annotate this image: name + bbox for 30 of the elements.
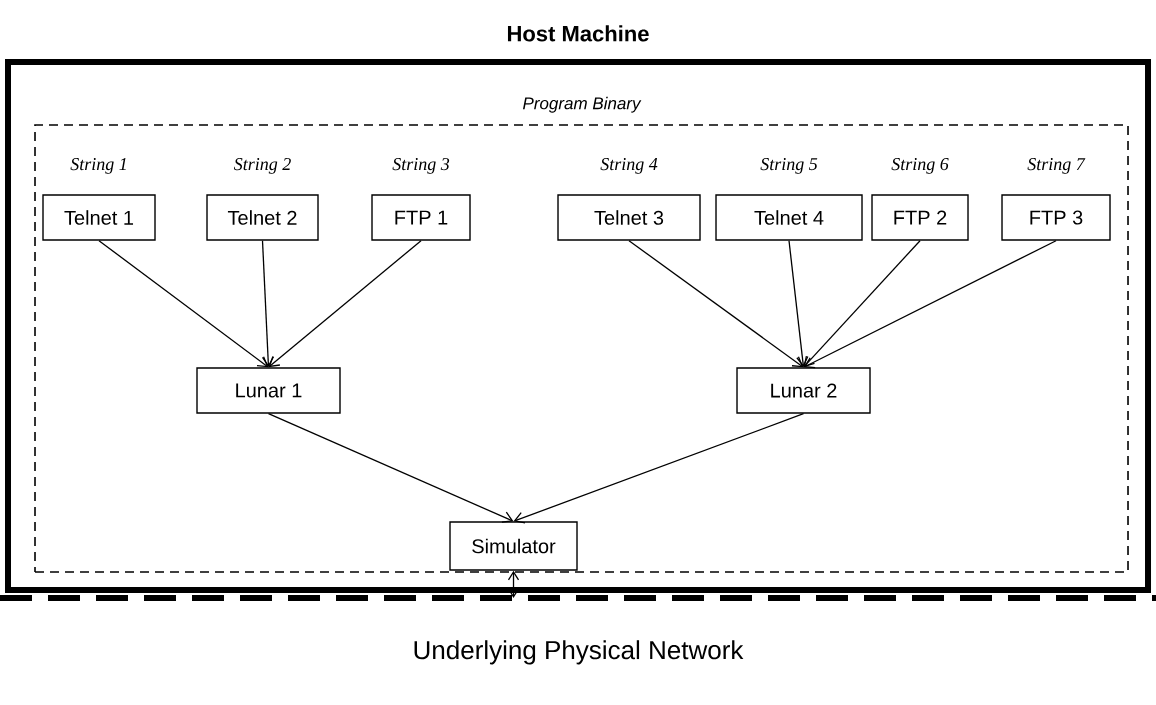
process-box: Telnet 2 bbox=[206, 194, 319, 241]
arrow bbox=[267, 413, 514, 523]
arrow bbox=[513, 413, 805, 524]
process-box: FTP 2 bbox=[871, 194, 969, 241]
arrow bbox=[788, 240, 809, 368]
arrow bbox=[803, 240, 1057, 369]
string-label: String 5 bbox=[760, 158, 818, 174]
process-box: FTP 1 bbox=[371, 194, 471, 241]
process-box: Telnet 4 bbox=[715, 194, 863, 241]
string-label: String 6 bbox=[891, 158, 949, 174]
string-label: String 7 bbox=[1027, 158, 1086, 174]
process-box: Telnet 3 bbox=[557, 194, 701, 241]
arrow bbox=[261, 240, 275, 368]
process-box: Lunar 2 bbox=[736, 367, 871, 414]
arrow bbox=[507, 570, 520, 598]
process-box: Telnet 1 bbox=[42, 194, 156, 241]
arrow bbox=[268, 240, 422, 368]
process-box: Simulator bbox=[449, 521, 578, 571]
node-label: Program Binary bbox=[522, 96, 642, 113]
string-label: String 1 bbox=[70, 158, 126, 174]
arrow bbox=[98, 240, 269, 368]
arrow bbox=[628, 240, 804, 368]
arrow bbox=[803, 240, 921, 368]
node-label: Host Machine bbox=[507, 25, 649, 42]
process-box: Lunar 1 bbox=[196, 367, 341, 414]
network-label: Underlying Physical Network bbox=[414, 640, 744, 665]
process-box: FTP 3 bbox=[1001, 194, 1111, 241]
string-label: String 3 bbox=[392, 158, 450, 174]
string-label: String 4 bbox=[600, 158, 658, 174]
string-label: String 2 bbox=[233, 158, 291, 174]
